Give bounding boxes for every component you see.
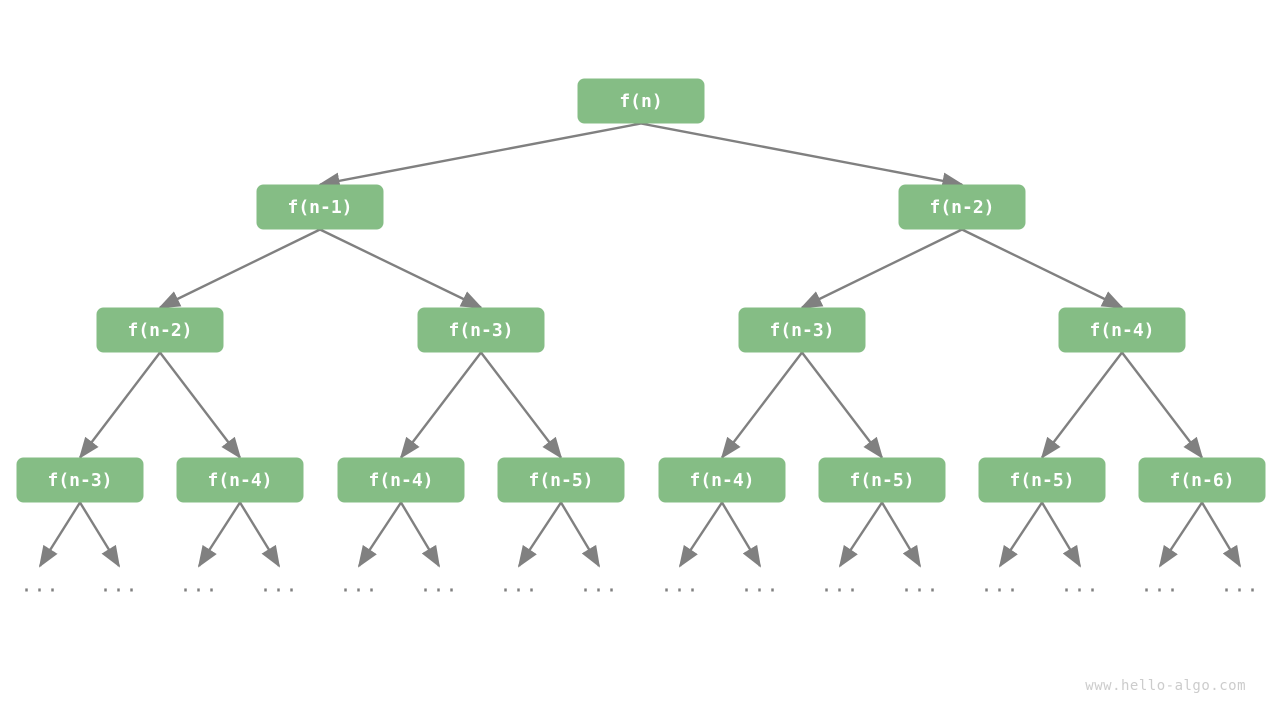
tree-edge bbox=[1121, 351, 1204, 460]
tree-node[interactable]: f(n-3) bbox=[16, 457, 144, 503]
tree-edge bbox=[1158, 501, 1204, 568]
tree-edge bbox=[197, 501, 242, 568]
tree-node-label: f(n-3) bbox=[769, 320, 834, 341]
tree-node[interactable]: f(n-4) bbox=[1058, 307, 1186, 353]
tree-node-label: f(n-4) bbox=[368, 470, 433, 491]
ellipsis-marker: ... bbox=[99, 573, 138, 597]
tree-node[interactable]: f(n-4) bbox=[337, 457, 465, 503]
ellipsis-marker: ... bbox=[20, 573, 59, 597]
tree-edge bbox=[399, 351, 482, 460]
tree-node-box bbox=[1058, 307, 1186, 353]
tree-node-label: f(n-5) bbox=[849, 470, 914, 491]
tree-edge bbox=[678, 501, 724, 568]
ellipsis-marker: ... bbox=[1140, 573, 1179, 597]
ellipsis-marker: ... bbox=[900, 573, 939, 597]
tree-node-label: f(n-2) bbox=[929, 197, 994, 218]
tree-node-label: f(n-5) bbox=[1009, 470, 1074, 491]
tree-node[interactable]: f(n-1) bbox=[256, 184, 384, 230]
tree-node-box bbox=[16, 457, 144, 503]
tree-node-box bbox=[417, 307, 545, 353]
tree-edge bbox=[38, 501, 82, 568]
tree-node[interactable]: f(n-2) bbox=[898, 184, 1026, 230]
tree-edge bbox=[78, 351, 161, 460]
tree-edge bbox=[238, 501, 281, 568]
tree-edge bbox=[800, 228, 963, 309]
tree-node[interactable]: f(n) bbox=[577, 78, 705, 124]
tree-node-box bbox=[658, 457, 786, 503]
tree-edge bbox=[998, 501, 1044, 568]
ellipsis-marker: ... bbox=[499, 573, 538, 597]
tree-edge bbox=[78, 501, 121, 568]
tree-edge bbox=[720, 501, 762, 568]
ellipsis-marker: ... bbox=[1060, 573, 1099, 597]
edges-layer bbox=[38, 122, 1242, 568]
tree-node-box bbox=[978, 457, 1106, 503]
tree-edge bbox=[801, 351, 884, 460]
ellipsis-marker: ... bbox=[339, 573, 378, 597]
tree-node[interactable]: f(n-5) bbox=[497, 457, 625, 503]
watermark: www.hello-algo.com bbox=[1085, 678, 1246, 694]
tree-edge bbox=[319, 228, 483, 309]
tree-node-box bbox=[738, 307, 866, 353]
tree-node-box bbox=[176, 457, 304, 503]
ellipsis-row: ........................................… bbox=[20, 573, 1259, 597]
tree-edge bbox=[640, 122, 964, 190]
ellipsis-marker: ... bbox=[980, 573, 1019, 597]
tree-edge bbox=[159, 351, 242, 460]
tree-node-box bbox=[898, 184, 1026, 230]
tree-node-label: f(n-1) bbox=[287, 197, 352, 218]
tree-node[interactable]: f(n-4) bbox=[658, 457, 786, 503]
tree-node-label: f(n-6) bbox=[1169, 470, 1234, 491]
tree-node-label: f(n-2) bbox=[127, 320, 192, 341]
tree-edge bbox=[1040, 351, 1123, 460]
tree-node[interactable]: f(n-5) bbox=[978, 457, 1106, 503]
tree-node[interactable]: f(n-5) bbox=[818, 457, 946, 503]
tree-edge bbox=[880, 501, 922, 568]
tree-edge bbox=[399, 501, 441, 568]
tree-edge bbox=[1040, 501, 1082, 568]
tree-node[interactable]: f(n-4) bbox=[176, 457, 304, 503]
tree-node-label: f(n-3) bbox=[448, 320, 513, 341]
tree-edge bbox=[838, 501, 884, 568]
tree-edge bbox=[961, 228, 1124, 309]
tree-node[interactable]: f(n-3) bbox=[417, 307, 545, 353]
tree-node-box bbox=[497, 457, 625, 503]
ellipsis-marker: ... bbox=[1220, 573, 1259, 597]
tree-node-label: f(n-4) bbox=[1089, 320, 1154, 341]
ellipsis-marker: ... bbox=[259, 573, 298, 597]
tree-edge bbox=[318, 122, 642, 190]
tree-node[interactable]: f(n-3) bbox=[738, 307, 866, 353]
ellipsis-marker: ... bbox=[179, 573, 218, 597]
ellipsis-marker: ... bbox=[660, 573, 699, 597]
tree-node-box bbox=[96, 307, 224, 353]
tree-node-box bbox=[577, 78, 705, 124]
tree-node-box bbox=[256, 184, 384, 230]
tree-edge bbox=[720, 351, 803, 460]
tree-node-label: f(n-4) bbox=[207, 470, 272, 491]
ellipsis-marker: ... bbox=[740, 573, 779, 597]
tree-edge bbox=[517, 501, 563, 568]
tree-edge bbox=[480, 351, 563, 460]
tree-node-label: f(n-5) bbox=[528, 470, 593, 491]
ellipsis-marker: ... bbox=[419, 573, 458, 597]
tree-edge bbox=[559, 501, 601, 568]
ellipsis-marker: ... bbox=[579, 573, 618, 597]
tree-node-box bbox=[818, 457, 946, 503]
tree-node-label: f(n) bbox=[619, 91, 662, 112]
nodes-layer: f(n) f(n-1) f(n-2) f(n-2) f(n-3) f(n-3) f(n-4)… bbox=[16, 78, 1266, 503]
tree-node[interactable]: f(n-6) bbox=[1138, 457, 1266, 503]
tree-node-box bbox=[1138, 457, 1266, 503]
ellipsis-marker: ... bbox=[820, 573, 859, 597]
tree-edge bbox=[357, 501, 403, 568]
tree-edge bbox=[158, 228, 321, 309]
tree-node[interactable]: f(n-2) bbox=[96, 307, 224, 353]
tree-node-box bbox=[337, 457, 465, 503]
tree-edge bbox=[1200, 501, 1242, 568]
tree-node-label: f(n-3) bbox=[47, 470, 112, 491]
tree-node-label: f(n-4) bbox=[689, 470, 754, 491]
